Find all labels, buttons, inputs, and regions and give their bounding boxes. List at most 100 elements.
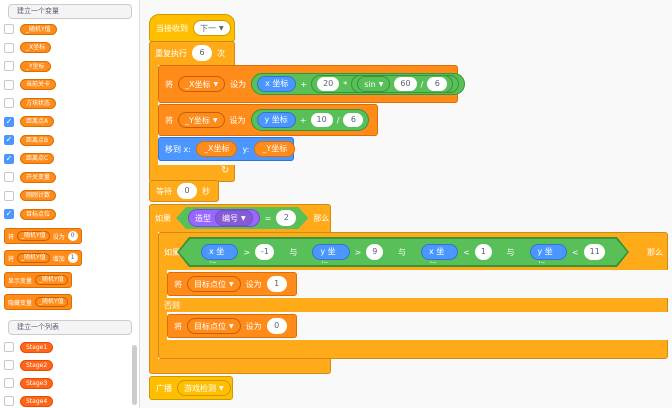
list-reporter[interactable]: Stage3 (20, 377, 54, 389)
variable-reporter[interactable]: 开关变量 (20, 171, 57, 183)
angle-input[interactable]: 60 (394, 77, 417, 91)
go-to-xy-block[interactable]: 移到 x: _X坐标 y: _Y坐标 (158, 137, 296, 161)
add-operator[interactable]: x 坐标 + 20 * sin▼ 60 / 6 (251, 73, 466, 95)
palette-change-variable-block[interactable]: 将 _随机Y值 增加 1 (4, 250, 82, 266)
variable-row[interactable]: 当前关卡 (4, 78, 57, 92)
variable-dropdown[interactable]: _X坐标▼ (178, 76, 226, 92)
less-than-x[interactable]: x 坐标 < 1 (411, 241, 502, 263)
variable-monitor-checkbox[interactable] (4, 79, 14, 90)
x-max-input[interactable]: 1 (475, 244, 492, 260)
variable-reporter[interactable]: 目标点位 (20, 208, 57, 220)
list-row[interactable]: Stage2 (4, 358, 54, 372)
variable-monitor-checkbox[interactable]: ✓ (4, 209, 14, 219)
broadcast-message-dropdown[interactable]: 游戏检测▼ (177, 380, 231, 396)
list-monitor-checkbox[interactable] (4, 342, 14, 352)
repeat-count-input[interactable]: 6 (192, 45, 212, 61)
set-x-variable-block[interactable]: 将 _X坐标▼ 设为 x 坐标 + 20 * sin▼ 60 / 6 (158, 65, 466, 103)
variable-reporter[interactable]: _随机Y值 (20, 23, 57, 35)
variable-row[interactable]: 刚刚计数 (4, 189, 57, 203)
palette-set-variable-block[interactable]: 将 _随机Y值 设为 0 (4, 228, 82, 244)
y-position-reporter[interactable]: y 坐标 (530, 244, 567, 260)
y-position-reporter[interactable]: y 坐标 (256, 112, 296, 128)
var-dropdown[interactable]: _随机Y值 (35, 275, 68, 285)
list-reporter[interactable]: Stage4 (20, 395, 54, 407)
math-function-dropdown[interactable]: sin▼ (357, 76, 391, 92)
variable-monitor-checkbox[interactable] (4, 42, 14, 53)
variable-monitor-checkbox[interactable] (4, 190, 14, 201)
y-position-reporter[interactable]: y 坐标 (312, 244, 349, 260)
value-input[interactable]: 0 (266, 318, 287, 334)
list-row[interactable]: Stage4 (4, 394, 54, 408)
variable-row[interactable]: ✓ 距离点C (4, 152, 55, 166)
variable-reporter[interactable]: _X坐标 (20, 42, 52, 53)
variable-row[interactable]: _随机Y值 (4, 22, 57, 36)
divisor-input[interactable]: 6 (427, 77, 448, 91)
addend-input[interactable]: 10 (310, 113, 333, 127)
make-variable-button[interactable]: 建立一个变量 (8, 4, 132, 19)
variable-row[interactable]: _X坐标 (4, 41, 52, 55)
list-monitor-checkbox[interactable] (4, 378, 14, 388)
when-receive-hat-block[interactable]: 当接收到 下一▼ (149, 14, 235, 42)
value-input[interactable]: 1 (67, 253, 78, 263)
multiply-operator[interactable]: 20 * sin▼ 60 / 6 (311, 75, 460, 93)
variable-monitor-checkbox[interactable]: ✓ (4, 153, 14, 164)
variable-reporter[interactable]: 距离点A (20, 116, 55, 127)
x-min-input[interactable]: -1 (255, 244, 274, 260)
equals-operator[interactable]: 造型 编号▼ = 2 (176, 207, 308, 229)
variable-row[interactable]: ✓ 距离点B (4, 133, 55, 147)
compare-value-input[interactable]: 2 (276, 210, 296, 226)
y-variable-reporter[interactable]: _Y坐标 (254, 141, 296, 157)
greater-than-y[interactable]: y 坐标 > 9 (302, 241, 393, 263)
variable-monitor-checkbox[interactable] (4, 61, 14, 71)
divide-operator[interactable]: sin▼ 60 / 6 (351, 75, 454, 93)
list-row[interactable]: Stage1 (4, 340, 54, 354)
palette-show-variable-block[interactable]: 显示变量 _随机Y值 (4, 272, 72, 288)
divisor-input[interactable]: 6 (343, 113, 364, 127)
palette-scrollbar[interactable] (132, 345, 137, 405)
costume-reporter[interactable]: 造型 编号▼ (188, 209, 260, 227)
variable-dropdown[interactable]: 目标点位▼ (187, 318, 241, 334)
greater-than-x[interactable]: x 坐标 > -1 (191, 241, 284, 263)
x-variable-reporter[interactable]: _X坐标 (195, 141, 238, 157)
variable-reporter[interactable]: 当前关卡 (20, 79, 57, 90)
list-reporter[interactable]: Stage2 (20, 359, 54, 371)
variable-row[interactable]: ✓距离点A (4, 115, 55, 129)
variable-monitor-checkbox[interactable] (4, 24, 14, 34)
set-target-one-block[interactable]: 将 目标点位▼ 设为 1 (167, 272, 297, 296)
list-monitor-checkbox[interactable] (4, 360, 14, 370)
variable-monitor-checkbox[interactable]: ✓ (4, 135, 14, 145)
message-dropdown[interactable]: 下一▼ (193, 20, 231, 36)
variable-dropdown[interactable]: 目标点位▼ (187, 276, 241, 292)
y-max-input[interactable]: 11 (584, 244, 605, 260)
value-input[interactable]: 0 (67, 231, 78, 241)
value-input[interactable]: 1 (266, 276, 287, 292)
add-operator[interactable]: y 坐标 + 10 / 6 (250, 109, 370, 131)
var-dropdown[interactable]: _随机Y值 (35, 297, 68, 307)
variable-reporter[interactable]: 刚刚计数 (20, 190, 57, 201)
y-min-input[interactable]: 9 (366, 244, 383, 260)
set-target-zero-block[interactable]: 将 目标点位▼ 设为 0 (167, 314, 297, 338)
less-than-y[interactable]: y 坐标 < 11 (520, 241, 615, 263)
and-operator[interactable]: x 坐标 > -1 与 y 坐标 > 9 与 x 坐标 < 1 与 y 坐标 <… (177, 237, 629, 267)
wait-block[interactable]: 等待 0 秒 (149, 180, 219, 202)
script-workspace[interactable]: 当接收到 下一▼ 重复执行 6 次 ↻ 将 _X坐标▼ 设为 x 坐标 + 20… (141, 0, 672, 408)
variable-reporter[interactable]: 距离点C (20, 153, 55, 164)
var-dropdown[interactable]: _随机Y值 (17, 253, 50, 263)
variable-reporter[interactable]: 距离点B (20, 134, 55, 146)
variable-dropdown[interactable]: _Y坐标▼ (178, 112, 225, 128)
broadcast-block[interactable]: 广播 游戏检测▼ (149, 376, 233, 400)
variable-monitor-checkbox[interactable] (4, 172, 14, 182)
x-position-reporter[interactable]: x 坐标 (201, 244, 238, 260)
list-reporter[interactable]: Stage1 (20, 341, 54, 353)
palette-hide-variable-block[interactable]: 隐藏变量 _随机Y值 (4, 294, 72, 310)
variable-row[interactable]: ✓ 目标点位 (4, 207, 57, 221)
make-list-button[interactable]: 建立一个列表 (8, 320, 132, 335)
x-position-reporter[interactable]: x 坐标 (421, 244, 458, 260)
variable-monitor-checkbox[interactable] (4, 98, 14, 108)
wait-seconds-input[interactable]: 0 (177, 183, 197, 199)
variable-row[interactable]: 开关变量 (4, 170, 57, 184)
list-row[interactable]: Stage3 (4, 376, 54, 390)
var-dropdown[interactable]: _随机Y值 (17, 231, 50, 241)
x-position-reporter[interactable]: x 坐标 (257, 76, 297, 92)
variable-row[interactable]: _Y坐标 (4, 59, 51, 73)
